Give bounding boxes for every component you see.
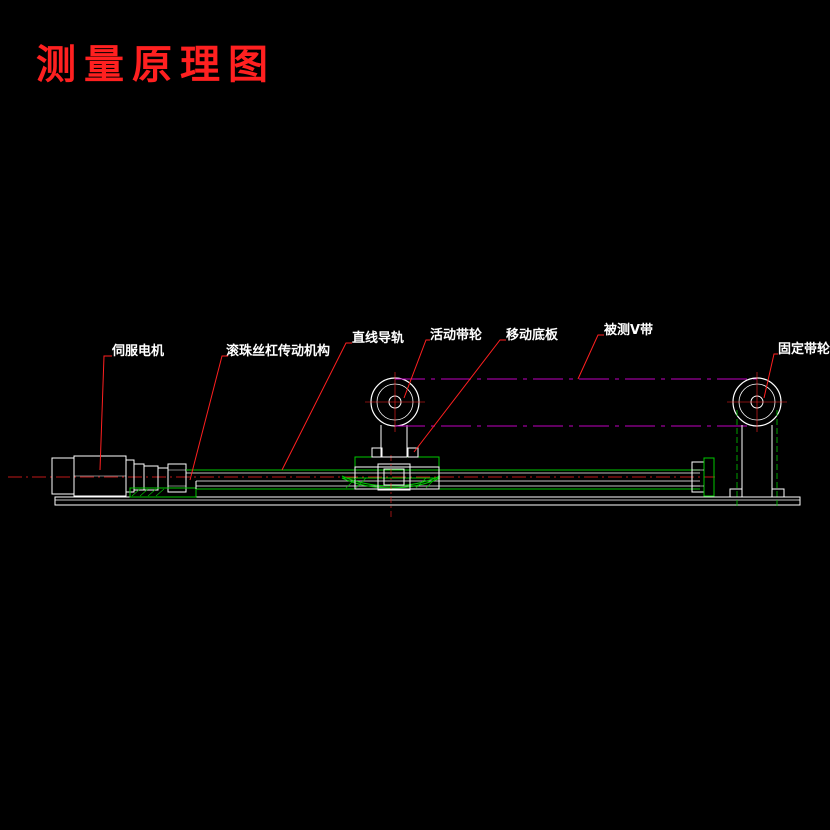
leader-moving-base <box>413 339 506 453</box>
moving-base <box>341 455 441 520</box>
label-moving-base: 移动底板 <box>506 328 559 343</box>
label-ball-screw: 滚珠丝杠传动机构 <box>226 344 331 359</box>
leader-servo-motor <box>99 355 112 471</box>
leader-linear-guide <box>281 342 352 471</box>
label-fixed-pulley: 固定带轮 <box>778 342 830 357</box>
fixed-pulley <box>727 372 787 508</box>
label-servo-motor: 伺服电机 <box>112 344 165 359</box>
label-movable-pulley: 活动带轮 <box>430 328 483 343</box>
leader-tested-belt <box>577 334 604 380</box>
leader-fixed-pulley <box>763 353 778 399</box>
coupling <box>129 463 197 498</box>
leader-lines <box>99 334 778 481</box>
linear-guide <box>186 469 700 490</box>
label-tested-belt: 被测V带 <box>604 323 654 338</box>
end-bearing <box>691 457 715 497</box>
diagram-title: 测量原理图 <box>36 41 276 88</box>
tested-belt <box>395 378 757 427</box>
base-plate <box>54 496 801 506</box>
leader-ball-screw <box>189 355 228 481</box>
label-linear-guide: 直线导轨 <box>352 331 405 346</box>
leader-movable-pulley <box>403 339 430 399</box>
movable-pulley <box>365 372 425 458</box>
